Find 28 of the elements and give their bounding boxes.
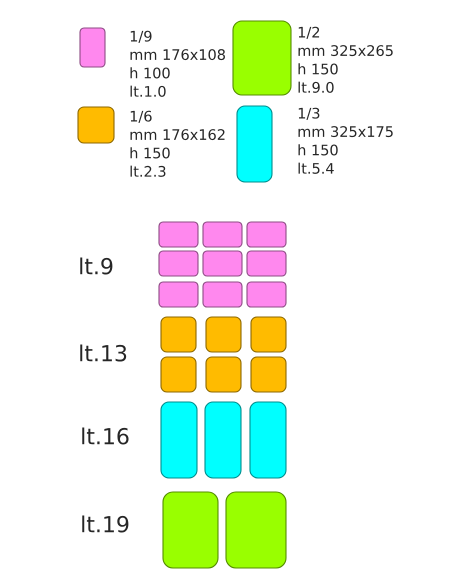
row-label: lt.13 [80, 344, 126, 362]
container-tile [158, 250, 199, 277]
container-tile [158, 221, 199, 248]
container-tile [202, 221, 243, 248]
container-tile [160, 401, 198, 479]
legend-label: 1/6 mm 176x162 h 150 lt.2.3 [130, 110, 224, 177]
legend-label: 1/2 mm 325x265 h 150 lt.9.0 [298, 26, 393, 93]
container-tile [249, 401, 287, 479]
container-tile [160, 356, 197, 393]
container-tile [158, 281, 199, 308]
legend-label: 1/9 mm 176x108 h 100 lt.1.0 [130, 30, 225, 97]
container-tile [246, 250, 287, 277]
row-label: lt.16 [82, 427, 129, 445]
container-tile [246, 281, 287, 308]
container-tile [162, 491, 219, 569]
container-tile [204, 401, 242, 479]
legend-label: 1/3 mm 325x175 h 150 lt.5.4 [298, 108, 393, 174]
container-tile [246, 221, 287, 248]
container-tile [205, 356, 242, 393]
row-label: lt.9 [80, 258, 112, 275]
row-label: lt.19 [82, 515, 128, 533]
container-tile [225, 491, 287, 569]
container-tile [250, 316, 287, 353]
container-tile [202, 250, 243, 277]
container-tile [160, 316, 197, 353]
container-tile [250, 356, 287, 393]
container-tile [202, 281, 243, 308]
container-tile [205, 316, 242, 353]
